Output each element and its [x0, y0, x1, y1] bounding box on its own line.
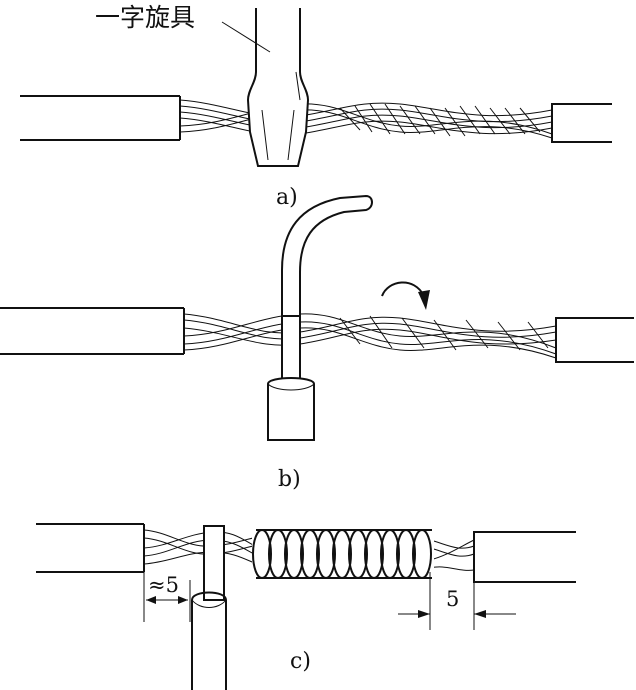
- left-cable-a: [20, 95, 181, 141]
- twisted-strands-a: [179, 99, 553, 139]
- panel-a: 一字旋具 a): [20, 3, 612, 210]
- right-cable-c: [473, 531, 576, 583]
- right-dimension: 5: [398, 572, 516, 630]
- right-cable-a: [551, 103, 612, 143]
- right-dimension-label: 5: [446, 587, 459, 611]
- panel-b-label: b): [278, 467, 301, 492]
- left-cable-b: [0, 307, 185, 355]
- panel-b: b): [0, 194, 634, 492]
- support-stand: [191, 525, 227, 690]
- left-cable-c: [36, 523, 145, 573]
- twisted-strands-b: [183, 313, 557, 359]
- panel-c-label: c): [290, 649, 311, 674]
- hook-tool: [267, 194, 373, 441]
- coil-windings: [252, 529, 434, 579]
- tool-label: 一字旋具: [95, 3, 195, 32]
- panel-c: ≈5 5 c): [36, 523, 576, 690]
- flathead-screwdriver: [246, 8, 310, 167]
- left-dimension: ≈5: [143, 572, 191, 622]
- rotation-arrow: [381, 281, 430, 310]
- left-dimension-label: ≈5: [148, 573, 179, 597]
- right-cable-b: [555, 317, 634, 363]
- tool-leader-line: [221, 21, 271, 53]
- panel-a-label: a): [276, 185, 298, 210]
